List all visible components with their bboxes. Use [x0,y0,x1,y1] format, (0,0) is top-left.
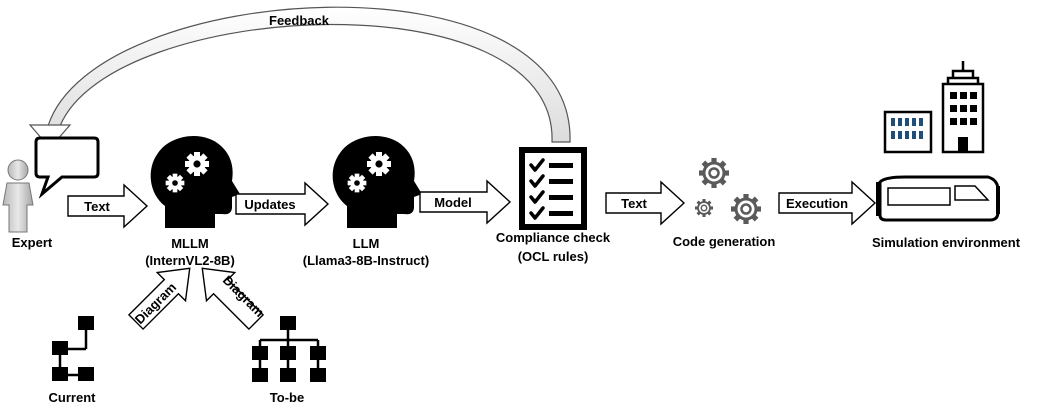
svg-text:Text: Text [621,196,647,211]
model-arrow: Model [419,179,512,225]
text-arrow-2: Text [605,180,686,226]
hierarchy-icon [52,316,94,381]
gears-icon [694,156,763,226]
simulation-label: Simulation environment [872,235,1021,250]
codegen-label: Code generation [673,234,776,249]
svg-text:Model: Model [434,195,472,210]
expert-label: Expert [12,235,53,250]
svg-text:Text: Text [84,199,110,214]
feedback-arrow [28,6,571,149]
speech-bubble-icon [34,136,100,199]
head-gears-icon [333,136,422,228]
mllm-model-label: (InternVL2-8B) [145,253,235,268]
checklist-icon [519,147,587,230]
svg-text:Updates: Updates [244,197,295,212]
tobe-label: To-be [270,390,304,405]
buildings-icon [883,61,985,154]
mllm-label: MLLM [171,236,209,251]
compliance-rules-label: (OCL rules) [518,249,589,264]
updates-arrow: Updates [235,181,330,227]
feedback-label: Feedback [269,13,330,28]
car-icon [876,175,1000,222]
llm-label: LLM [353,236,380,251]
svg-text:Diagram: Diagram [132,280,179,327]
person-icon [2,159,34,233]
text-arrow-1: Text [67,183,149,229]
compliance-label: Compliance check [496,230,611,245]
head-gears-icon [151,136,240,228]
llm-model-label: (Llama3-8B-Instruct) [303,253,429,268]
svg-text:Execution: Execution [786,196,848,211]
current-label: Current [49,390,97,405]
hierarchy-icon [252,316,326,382]
execution-arrow: Execution [778,180,877,226]
